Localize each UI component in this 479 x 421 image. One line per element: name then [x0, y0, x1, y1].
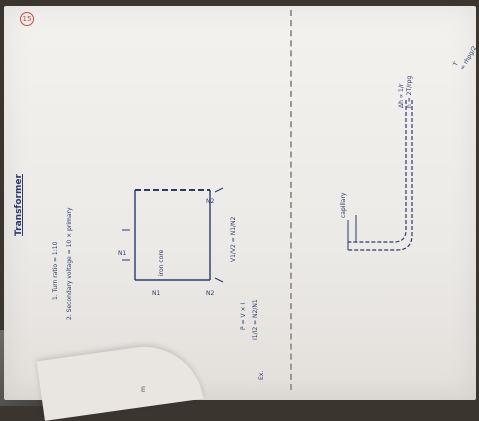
u-tube-label: capillary — [340, 192, 347, 218]
fold-line — [290, 10, 294, 390]
equation-2: P = V × I — [240, 302, 247, 330]
label-top-right: N2 — [206, 198, 215, 205]
photo-frame: 15 Transformer 1. Turn ratio = 1:10 2. S… — [0, 6, 478, 421]
input-leads — [122, 229, 130, 261]
page-title: Transformer — [14, 174, 24, 236]
tube-left-arm — [347, 215, 357, 250]
example-note: Ex. — [258, 370, 265, 380]
text-line-2: 2. Secondary voltage = 10 × primary — [66, 207, 73, 320]
output-leads — [214, 187, 224, 283]
outer-tube — [348, 100, 413, 251]
label-bottom-left: N1 — [152, 290, 161, 297]
transformer-diagram — [122, 187, 224, 283]
core-label: iron core — [158, 249, 165, 276]
page-number: 15 — [20, 12, 34, 26]
u-tube-diagram — [347, 100, 413, 251]
label-top-left: N1 — [118, 250, 127, 257]
text-line-1: 1. Turn ratio = 1:10 — [52, 241, 59, 300]
equation-3: I1/I2 = N2/N1 — [252, 299, 259, 340]
equation-1: V1/V2 = N1/N2 — [230, 216, 237, 262]
top-right-note: Δh ∝ 1/r h = 2T/rρg — [398, 75, 413, 108]
label-bottom-right: N2 — [206, 290, 215, 297]
bottom-left-note: m — [140, 386, 147, 392]
inner-tube — [348, 100, 407, 243]
notebook-page — [4, 6, 476, 400]
